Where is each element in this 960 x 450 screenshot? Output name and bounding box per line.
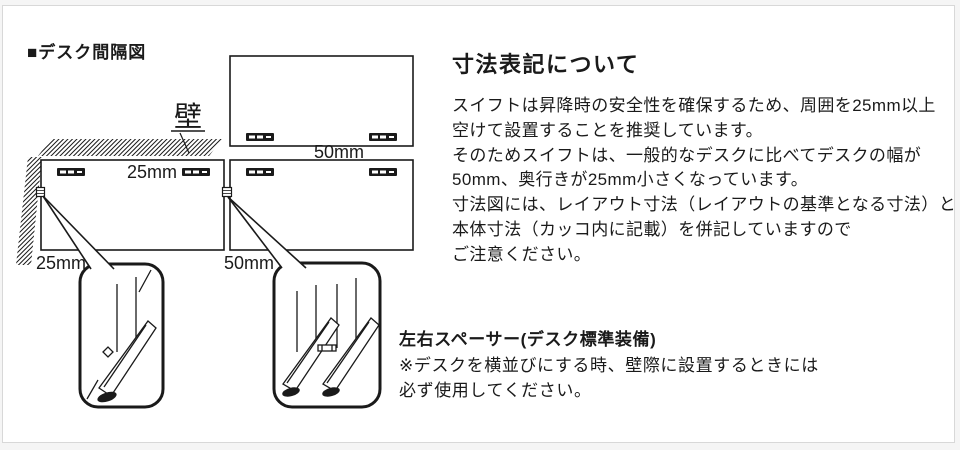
wall-pointer-line (179, 132, 190, 154)
desk-controller (57, 168, 85, 176)
wall-hatch-left (16, 157, 42, 265)
single-leg-illustration (86, 269, 157, 403)
spacer-note-line: 必ず使用してください。 (399, 381, 592, 400)
dim-label-25mm-bottom: 25mm (36, 253, 86, 273)
callout-wedge-right (227, 196, 307, 269)
wall-spacer-marker (35, 186, 46, 198)
desk-controller (182, 168, 210, 176)
wall-hatch-top (38, 139, 222, 156)
desk-gap-spacer-marker (221, 186, 233, 198)
paragraph-line: 50mm、奥行きが25mm小さくなっています。 (452, 170, 809, 190)
paragraph-line: 本体寸法（カッコ内に記載）を併記していますので (452, 219, 852, 239)
desk-controller (369, 133, 397, 141)
paragraph-line: 寸法図には、レイアウト寸法（レイアウトの基準となる寸法）と (452, 195, 957, 215)
dim-label-50mm-desk-gap: 50mm (224, 253, 274, 273)
foot-glide (97, 391, 117, 403)
main-heading: 寸法表記について (452, 52, 640, 77)
paragraph-line: 空けて設置することを推奨しています。 (452, 120, 763, 140)
double-leg-illustration (282, 278, 380, 397)
foot-glide (322, 387, 340, 397)
main-paragraph: スイフトは昇降時の安全性を確保するため、周囲を25mm以上 空けて設置することを… (452, 94, 956, 268)
dim-label-50mm-row-gap: 50mm (314, 142, 364, 162)
desk-spacing-diagram: 壁 (16, 55, 414, 409)
desk-top (229, 55, 414, 147)
paragraph-line: ご注意ください。 (452, 244, 592, 264)
leg-spacer-bar (317, 344, 337, 352)
spacer-mount (102, 346, 114, 358)
callout-bubble-left (78, 262, 165, 409)
foot-glide (282, 387, 300, 397)
desk-controller (246, 133, 274, 141)
paragraph-line: そのためスイフトは、一般的なデスクに比べてデスクの幅が (452, 145, 922, 165)
wall-label: 壁 (174, 101, 202, 132)
spacer-note-line: ※デスクを横並びにする時、壁際に設置するときには (399, 355, 819, 375)
paragraph-line: スイフトは昇降時の安全性を確保するため、周囲を25mm以上 (452, 96, 936, 115)
dim-label-25mm-top: 25mm (127, 162, 177, 182)
spacer-note: 左右スペーサー(デスク標準装備) ※デスクを横並びにする時、壁際に設置するときに… (399, 327, 819, 404)
desk-controller (246, 168, 274, 176)
callout-wedge-left (42, 195, 115, 270)
spacer-note-title: 左右スペーサー(デスク標準装備) (399, 330, 657, 349)
diagram-title: ■デスク間隔図 (27, 43, 147, 62)
desk-controller (369, 168, 397, 176)
